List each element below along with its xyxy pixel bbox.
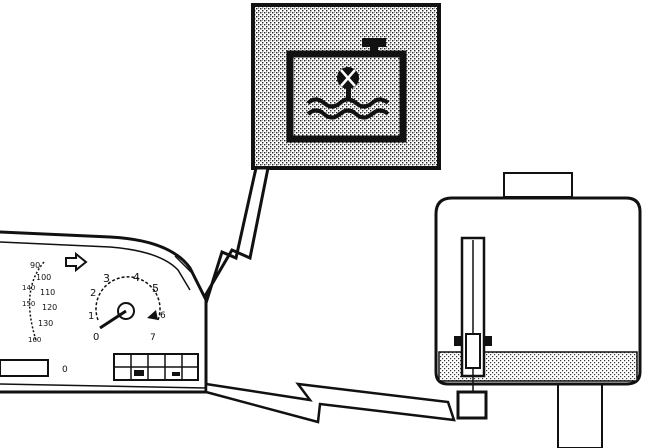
coolant-level-warning-icon — [286, 38, 407, 143]
turn-signal-icon — [65, 251, 88, 273]
speedometer-label: 130 — [38, 319, 53, 328]
callout-arrow-lower — [204, 382, 456, 424]
callout-arrow-upper — [196, 166, 270, 310]
tachometer-label: 7 — [150, 333, 156, 343]
speedometer-label: 140 — [22, 284, 35, 292]
speedometer-label: 150 — [22, 300, 35, 308]
tachometer-label: 1 — [88, 311, 94, 322]
tachometer-label: 0 — [93, 332, 99, 343]
odometer-label: 0 — [62, 365, 68, 375]
tachometer-label: 4 — [133, 271, 140, 284]
odometer: 0 — [0, 359, 68, 377]
tachometer-label: 2 — [90, 288, 96, 299]
warning-light-row — [113, 353, 199, 381]
speedometer: 90 100 110 120 130 140 150 160 — [22, 261, 57, 344]
tachometer-needle — [99, 309, 127, 330]
speedometer-label: 160 — [28, 336, 41, 344]
sensor-connector — [456, 390, 488, 420]
tachometer-label: 5 — [152, 282, 159, 295]
warning-symbol-panel — [251, 3, 441, 170]
speedometer-label: 110 — [40, 288, 55, 297]
instrument-cluster: 90 100 110 120 130 140 150 160 0 1 2 3 4… — [0, 230, 208, 394]
speedometer-label: 100 — [36, 273, 51, 282]
speedometer-label: 120 — [42, 303, 57, 312]
coolant-reservoir — [434, 172, 642, 448]
tachometer-label: 3 — [103, 272, 110, 285]
level-sensor — [454, 236, 492, 420]
tachometer: 0 1 2 3 4 5 6 7 — [88, 271, 166, 343]
tachometer-label: 6 — [160, 311, 166, 321]
speedometer-label: 90 — [30, 261, 40, 270]
